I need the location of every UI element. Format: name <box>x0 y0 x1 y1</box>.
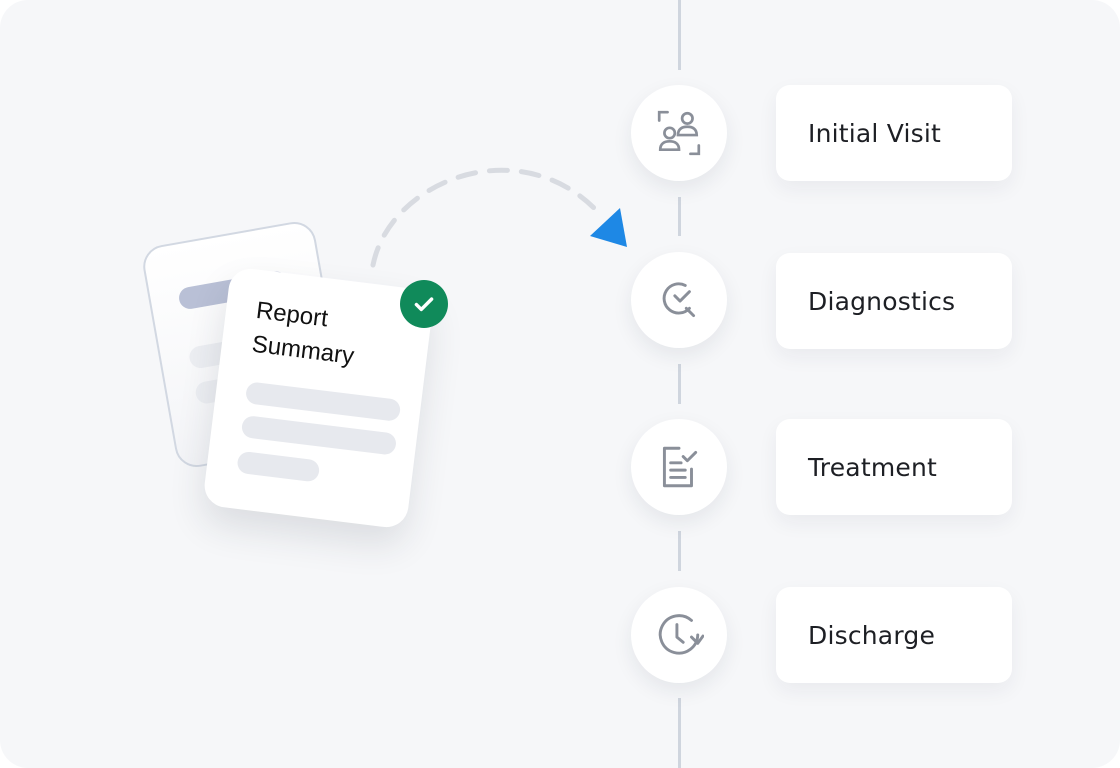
clock-refresh-icon <box>631 587 727 683</box>
step-label: Diagnostics <box>808 286 956 316</box>
step-label: Discharge <box>808 620 936 650</box>
step-discharge: Discharge <box>776 587 1012 683</box>
step-label: Initial Visit <box>808 118 941 148</box>
search-check-icon <box>631 252 727 348</box>
patients-icon <box>631 85 727 181</box>
step-initial-visit: Initial Visit <box>776 85 1012 181</box>
step-label: Treatment <box>808 452 938 482</box>
check-icon <box>400 280 448 328</box>
step-diagnostics: Diagnostics <box>776 253 1012 349</box>
clipboard-check-icon <box>631 419 727 515</box>
document-title: Report Summary <box>250 294 360 374</box>
timeline-line <box>678 0 681 768</box>
arrow-head-icon <box>590 208 627 247</box>
step-treatment: Treatment <box>776 419 1012 515</box>
